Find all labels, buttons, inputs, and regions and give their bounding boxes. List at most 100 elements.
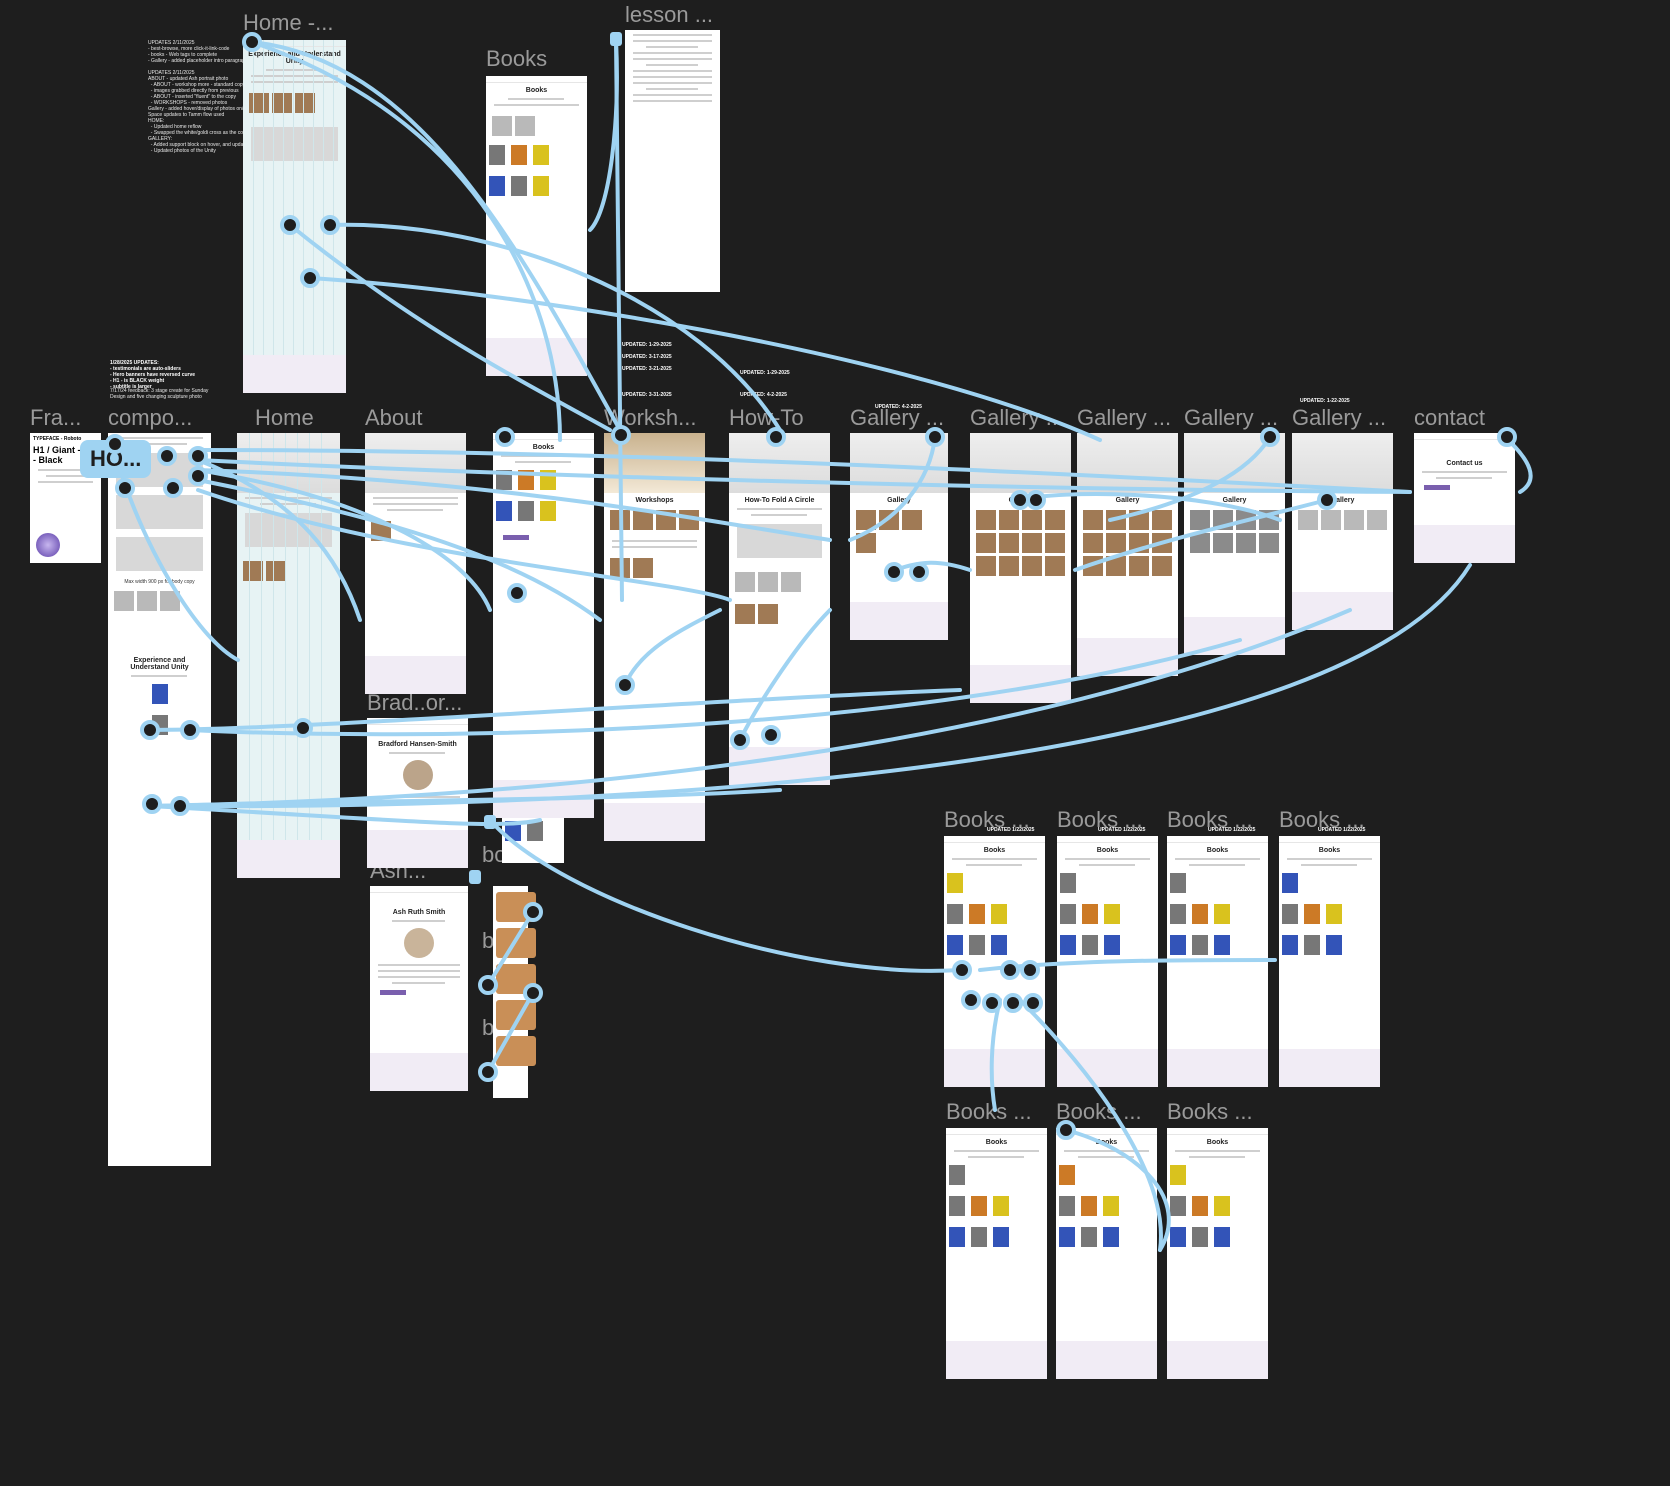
connection-handle[interactable] <box>523 983 543 1003</box>
connection-handle[interactable] <box>300 268 320 288</box>
wire[interactable] <box>148 804 542 827</box>
frame-title-gallery-5[interactable]: Gallery ... <box>1292 405 1387 430</box>
flow-start-marker[interactable] <box>469 870 481 884</box>
connection-handle[interactable] <box>1003 993 1023 1013</box>
frame-title-books-f[interactable]: Books ... <box>1056 1099 1142 1124</box>
wire[interactable] <box>614 38 624 602</box>
connection-handle[interactable] <box>495 427 515 447</box>
frame-about[interactable] <box>365 433 466 694</box>
connection-handle[interactable] <box>961 990 981 1010</box>
wire[interactable] <box>148 563 1472 809</box>
wire[interactable] <box>989 998 1002 1112</box>
frame-title-home[interactable]: Home <box>255 405 314 430</box>
connection-handle[interactable] <box>982 993 1002 1013</box>
frame-books-d[interactable]: Books <box>1279 836 1380 1087</box>
connection-handle[interactable] <box>188 446 208 466</box>
connection-handle[interactable] <box>1056 1120 1076 1140</box>
wire[interactable] <box>1108 435 1272 522</box>
frame-gallery-5[interactable]: Gallery <box>1292 433 1393 630</box>
connection-handle[interactable] <box>163 478 183 498</box>
frame-books-f[interactable]: Books <box>1056 1128 1157 1379</box>
wire[interactable] <box>148 688 962 732</box>
wire[interactable] <box>623 608 722 687</box>
connection-handle[interactable] <box>478 1062 498 1082</box>
wire[interactable] <box>1073 498 1329 572</box>
connection-handle[interactable] <box>478 975 498 995</box>
wire[interactable] <box>486 910 535 987</box>
frame-home-top[interactable]: Experience and Understand Unity <box>243 40 346 393</box>
connection-handle[interactable] <box>293 718 313 738</box>
connection-handle[interactable] <box>1000 960 1020 980</box>
flow-start-marker[interactable] <box>610 32 622 46</box>
connection-handle[interactable] <box>730 730 750 750</box>
frame-contact[interactable]: Contact us <box>1414 433 1515 563</box>
wire[interactable] <box>118 468 240 662</box>
wire[interactable] <box>196 448 1412 494</box>
frame-title-books[interactable]: Books <box>486 46 548 71</box>
connection-handle[interactable] <box>615 675 635 695</box>
frame-gallery-3[interactable]: Gallery <box>1077 433 1178 676</box>
frame-books-e[interactable]: Books <box>946 1128 1047 1379</box>
wire[interactable] <box>250 40 622 432</box>
wire[interactable] <box>196 478 602 622</box>
connection-handle[interactable] <box>925 427 945 447</box>
frame-title-books-a[interactable]: Books ... <box>944 807 1030 832</box>
connection-handle[interactable] <box>761 725 781 745</box>
frame-gallery-1[interactable]: Gallery <box>850 433 948 640</box>
wire[interactable] <box>196 468 492 612</box>
frame-title-gallery-3[interactable]: Gallery ... <box>1077 405 1172 430</box>
connection-handle[interactable] <box>105 434 125 454</box>
connection-handle[interactable] <box>507 583 527 603</box>
wire[interactable] <box>288 223 612 432</box>
wire[interactable] <box>188 638 1242 737</box>
frame-title-home-top[interactable]: Home -... <box>243 10 334 35</box>
wire[interactable] <box>196 458 362 622</box>
frame-title-about[interactable]: About <box>365 405 423 430</box>
connection-handle[interactable] <box>320 215 340 235</box>
frame-title-gallery-1[interactable]: Gallery ... <box>850 405 945 430</box>
connection-handle[interactable] <box>1010 490 1030 510</box>
wire[interactable] <box>148 608 1352 808</box>
frame-typography[interactable]: TYPEFACE - Roboto H1 / Giant - 86/8 - Bl… <box>30 433 101 563</box>
frame-title-books-c[interactable]: Books ... <box>1167 807 1253 832</box>
wire[interactable] <box>308 276 1102 442</box>
connection-handle[interactable] <box>1023 993 1043 1013</box>
connection-handle[interactable] <box>280 215 300 235</box>
connection-handle[interactable] <box>180 720 200 740</box>
wire[interactable] <box>1018 998 1163 1252</box>
connection-handle[interactable] <box>115 478 135 498</box>
frame-title-books-d[interactable]: Books ... <box>1279 807 1365 832</box>
connection-handle[interactable] <box>170 796 190 816</box>
connection-handle[interactable] <box>1497 427 1517 447</box>
frame-gallery-2[interactable]: Gallery <box>970 433 1071 703</box>
connection-handle[interactable] <box>242 32 262 52</box>
connection-handle[interactable] <box>884 562 904 582</box>
wire[interactable] <box>250 40 562 442</box>
connection-handle[interactable] <box>140 720 160 740</box>
frame-title-bradford[interactable]: Brad..or... <box>367 690 463 715</box>
frame-title-gallery-4[interactable]: Gallery ... <box>1184 405 1279 430</box>
connection-handle[interactable] <box>1026 490 1046 510</box>
wire[interactable] <box>738 608 832 742</box>
connection-handle[interactable] <box>766 427 786 447</box>
frame-bradford[interactable]: Bradford Hansen-Smith <box>367 718 468 868</box>
wire[interactable] <box>196 458 1412 494</box>
frame-lesson[interactable] <box>625 30 720 292</box>
frame-title-books-g[interactable]: Books ... <box>1167 1099 1253 1124</box>
wire[interactable] <box>488 818 962 973</box>
connection-handle[interactable] <box>523 902 543 922</box>
frame-books-g[interactable]: Books <box>1167 1128 1268 1379</box>
frame-title-compo[interactable]: compo... <box>108 405 193 430</box>
wire[interactable] <box>328 222 782 432</box>
connection-handle[interactable] <box>142 794 162 814</box>
frame-title-books-e[interactable]: Books ... <box>946 1099 1032 1124</box>
frame-title-fra[interactable]: Fra... <box>30 405 82 430</box>
wire[interactable] <box>1064 1128 1171 1252</box>
wire[interactable] <box>1018 492 1282 522</box>
wire[interactable] <box>196 468 832 542</box>
connection-handle[interactable] <box>1020 960 1040 980</box>
frame-ash[interactable]: Ash Ruth Smith <box>370 886 468 1091</box>
wire[interactable] <box>588 38 619 232</box>
